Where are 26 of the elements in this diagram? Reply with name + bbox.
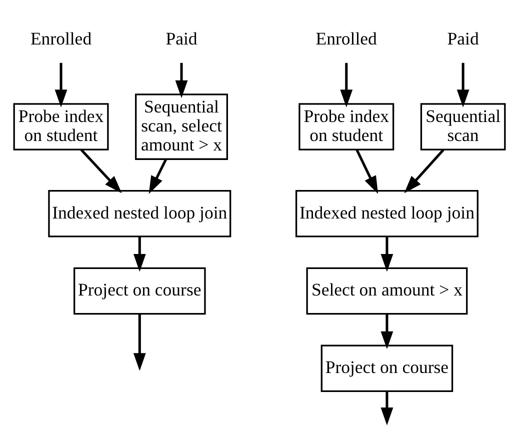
arrow: [340, 62, 352, 107]
node-box: Probe index on student: [12, 102, 108, 150]
node-text: Paid: [446, 28, 478, 48]
arrow: [355, 148, 378, 194]
node-box: Project on course: [73, 266, 206, 314]
node-box: Indexed nested loop join: [294, 190, 478, 237]
node-box: Select on amount > x: [306, 266, 468, 314]
node-box: Project on course: [320, 344, 453, 392]
node-text: Paid: [165, 28, 197, 48]
arrow: [380, 390, 393, 425]
node-text: Enrolled: [30, 28, 92, 48]
node-text: Enrolled: [315, 28, 376, 48]
node-box: Indexed nested loop join: [48, 190, 231, 237]
node-box: Sequential scan: [420, 102, 506, 150]
arrow: [380, 236, 393, 272]
node-box: Sequential scan, select amount > x: [134, 93, 228, 160]
arrow: [80, 148, 122, 193]
arrow: [132, 313, 146, 370]
arrow: [404, 148, 444, 193]
arrow: [456, 62, 469, 107]
arrow: [54, 62, 67, 107]
arrow: [132, 236, 146, 272]
node-box: Probe index on student: [298, 102, 394, 150]
arrow: [380, 313, 393, 349]
arrow: [174, 62, 188, 98]
arrow: [148, 158, 167, 194]
